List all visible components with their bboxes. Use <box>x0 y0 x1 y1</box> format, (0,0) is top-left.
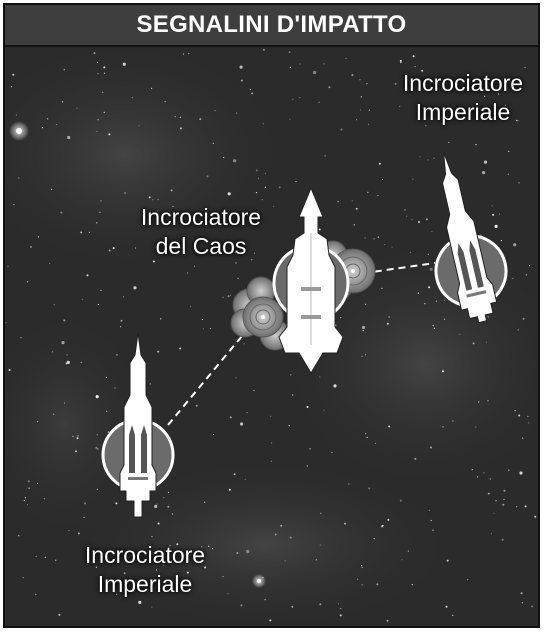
label-imperial-left-line2: Imperiale <box>65 570 225 599</box>
diagram-frame: SEGNALINI D'IMPATTO Incrociatore del Cao… <box>3 3 540 628</box>
label-chaos-cruiser-line2: del Caos <box>121 232 281 261</box>
label-imperial-right-line2: Imperiale <box>383 98 540 127</box>
label-imperial-cruiser-left: Incrociatore Imperiale <box>65 541 225 599</box>
diagram-title: SEGNALINI D'IMPATTO <box>136 11 406 39</box>
label-chaos-cruiser-line1: Incrociatore <box>121 203 281 232</box>
label-imperial-left-line1: Incrociatore <box>65 541 225 570</box>
label-chaos-cruiser: Incrociatore del Caos <box>121 203 281 261</box>
title-bar: SEGNALINI D'IMPATTO <box>5 5 538 47</box>
label-imperial-right-line1: Incrociatore <box>383 69 540 98</box>
label-imperial-cruiser-right: Incrociatore Imperiale <box>383 69 540 127</box>
